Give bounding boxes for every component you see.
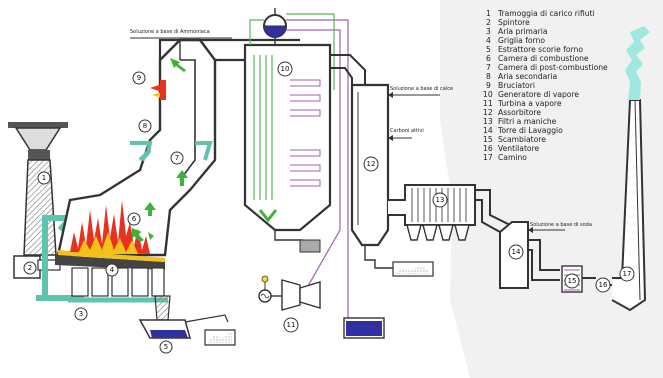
legend-text-17: Camino — [498, 153, 527, 162]
marker-13: 13 — [432, 192, 448, 208]
legend-text-12: Assorbitore — [498, 108, 541, 117]
legend-text-14: Torre di Lavaggio — [497, 126, 563, 135]
legend-num-13: 13 — [483, 117, 493, 126]
marker-14: 14 — [508, 244, 524, 260]
marker-8: 8 — [138, 119, 152, 133]
legend-text-11: Turbina a vapore — [497, 99, 562, 108]
waste-hopper — [8, 122, 68, 256]
soda-label: Soluzione a base di soda — [530, 222, 592, 228]
ammonia-line: Soluzione a base di Ammoniaca — [130, 29, 232, 39]
marker-5: 5 — [159, 340, 173, 354]
air-plenums — [68, 267, 168, 303]
marker-12: 12 — [363, 156, 379, 172]
legend-text-10: Generatore di vapore — [498, 90, 579, 99]
legend-num-9: 9 — [486, 81, 491, 90]
legend-num-7: 7 — [486, 63, 491, 72]
marker-16: 16 — [595, 277, 611, 293]
legend-num-15: 15 — [483, 135, 493, 144]
lime-label: Soluzione a base di calce — [390, 86, 453, 92]
svg-text:2: 2 — [28, 264, 32, 272]
smoke-plume — [625, 26, 650, 100]
legend-text-7: Camera di post-combustione — [498, 63, 608, 72]
svg-text:10: 10 — [281, 65, 290, 73]
legend-num-10: 10 — [483, 90, 493, 99]
legend-num-16: 16 — [483, 144, 493, 153]
legend-text-5: Estrattore scorie forno — [498, 45, 583, 54]
svg-text:14: 14 — [512, 248, 521, 256]
bag-filter — [388, 184, 476, 241]
marker-9: 9 — [132, 71, 146, 85]
svg-text:7: 7 — [175, 154, 179, 162]
steam-generator — [243, 43, 332, 253]
steam-piping-green — [249, 13, 335, 90]
svg-text:17: 17 — [623, 270, 632, 278]
marker-7: 7 — [170, 151, 184, 165]
legend-num-11: 11 — [483, 99, 493, 108]
lime-line: Soluzione a base di calce — [388, 86, 453, 98]
marker-6: 6 — [127, 212, 141, 226]
component-markers: 1 2 3 4 5 6 7 8 9 10 11 12 13 14 15 16 1… — [23, 61, 635, 354]
marker-2: 2 — [23, 261, 37, 275]
marker-11: 11 — [283, 317, 299, 333]
marker-15: 15 — [564, 273, 580, 289]
svg-text:5: 5 — [164, 343, 168, 351]
svg-text:11: 11 — [287, 321, 296, 329]
duct-to-scrubber — [475, 189, 511, 233]
legend-num-4: 4 — [486, 36, 491, 45]
legend-text-3: Aria primaria — [498, 27, 547, 36]
svg-text:8: 8 — [143, 122, 147, 130]
duct-to-absorber — [330, 54, 366, 85]
svg-text:3: 3 — [79, 310, 83, 318]
marker-1: 1 — [37, 171, 51, 185]
legend-text-2: Spintore — [498, 18, 530, 27]
flames — [70, 200, 150, 254]
marker-4: 4 — [105, 263, 119, 277]
marker-17: 17 — [619, 266, 635, 282]
legend-num-14: 14 — [483, 126, 493, 135]
legend-num-3: 3 — [486, 27, 491, 36]
legend-num-17: 17 — [483, 153, 493, 162]
flue-duct — [158, 38, 300, 62]
svg-text:4: 4 — [110, 266, 115, 274]
legend-text-1: Tramoggia di carico rifiuti — [497, 9, 595, 18]
legend: 1 Tramoggia di carico rifiuti 2 Spintore 3… — [483, 9, 608, 162]
legend-text-15: Scambiatore — [498, 135, 546, 144]
legend-num-8: 8 — [486, 72, 491, 81]
legend-text-13: Filtri a maniche — [498, 117, 557, 126]
marker-10: 10 — [277, 61, 293, 77]
legend-num-1: 1 — [486, 9, 491, 18]
legend-text-6: Camera di combustione — [498, 54, 589, 63]
absorber — [350, 83, 434, 277]
svg-text:9: 9 — [137, 74, 141, 82]
steam-drum — [263, 8, 287, 45]
legend-num-2: 2 — [486, 18, 491, 27]
svg-text:12: 12 — [367, 160, 376, 168]
ammonia-label: Soluzione a base di Ammoniaca — [130, 29, 210, 35]
condensate-tank — [343, 317, 385, 339]
steam-turbine — [258, 275, 321, 311]
slag-extractor — [138, 295, 236, 346]
legend-num-5: 5 — [486, 45, 491, 54]
svg-text:6: 6 — [132, 215, 137, 223]
legend-text-8: Aria secondaria — [498, 72, 557, 81]
svg-text:13: 13 — [436, 196, 445, 204]
legend-num-12: 12 — [483, 108, 493, 117]
marker-3: 3 — [74, 307, 88, 321]
legend-num-6: 6 — [486, 54, 491, 63]
legend-text-9: Bruciatori — [498, 81, 535, 90]
svg-text:16: 16 — [599, 281, 608, 289]
secondary-air — [130, 141, 213, 162]
carbon-label: Carboni attivi — [390, 128, 424, 134]
svg-text:15: 15 — [568, 277, 577, 285]
burners — [150, 80, 166, 100]
svg-text:1: 1 — [42, 174, 46, 182]
pusher — [13, 255, 61, 279]
legend-text-16: Ventilatore — [498, 144, 540, 153]
legend-text-4: Griglia forno — [498, 36, 545, 45]
carbon-line: Carboni attivi — [388, 128, 424, 141]
